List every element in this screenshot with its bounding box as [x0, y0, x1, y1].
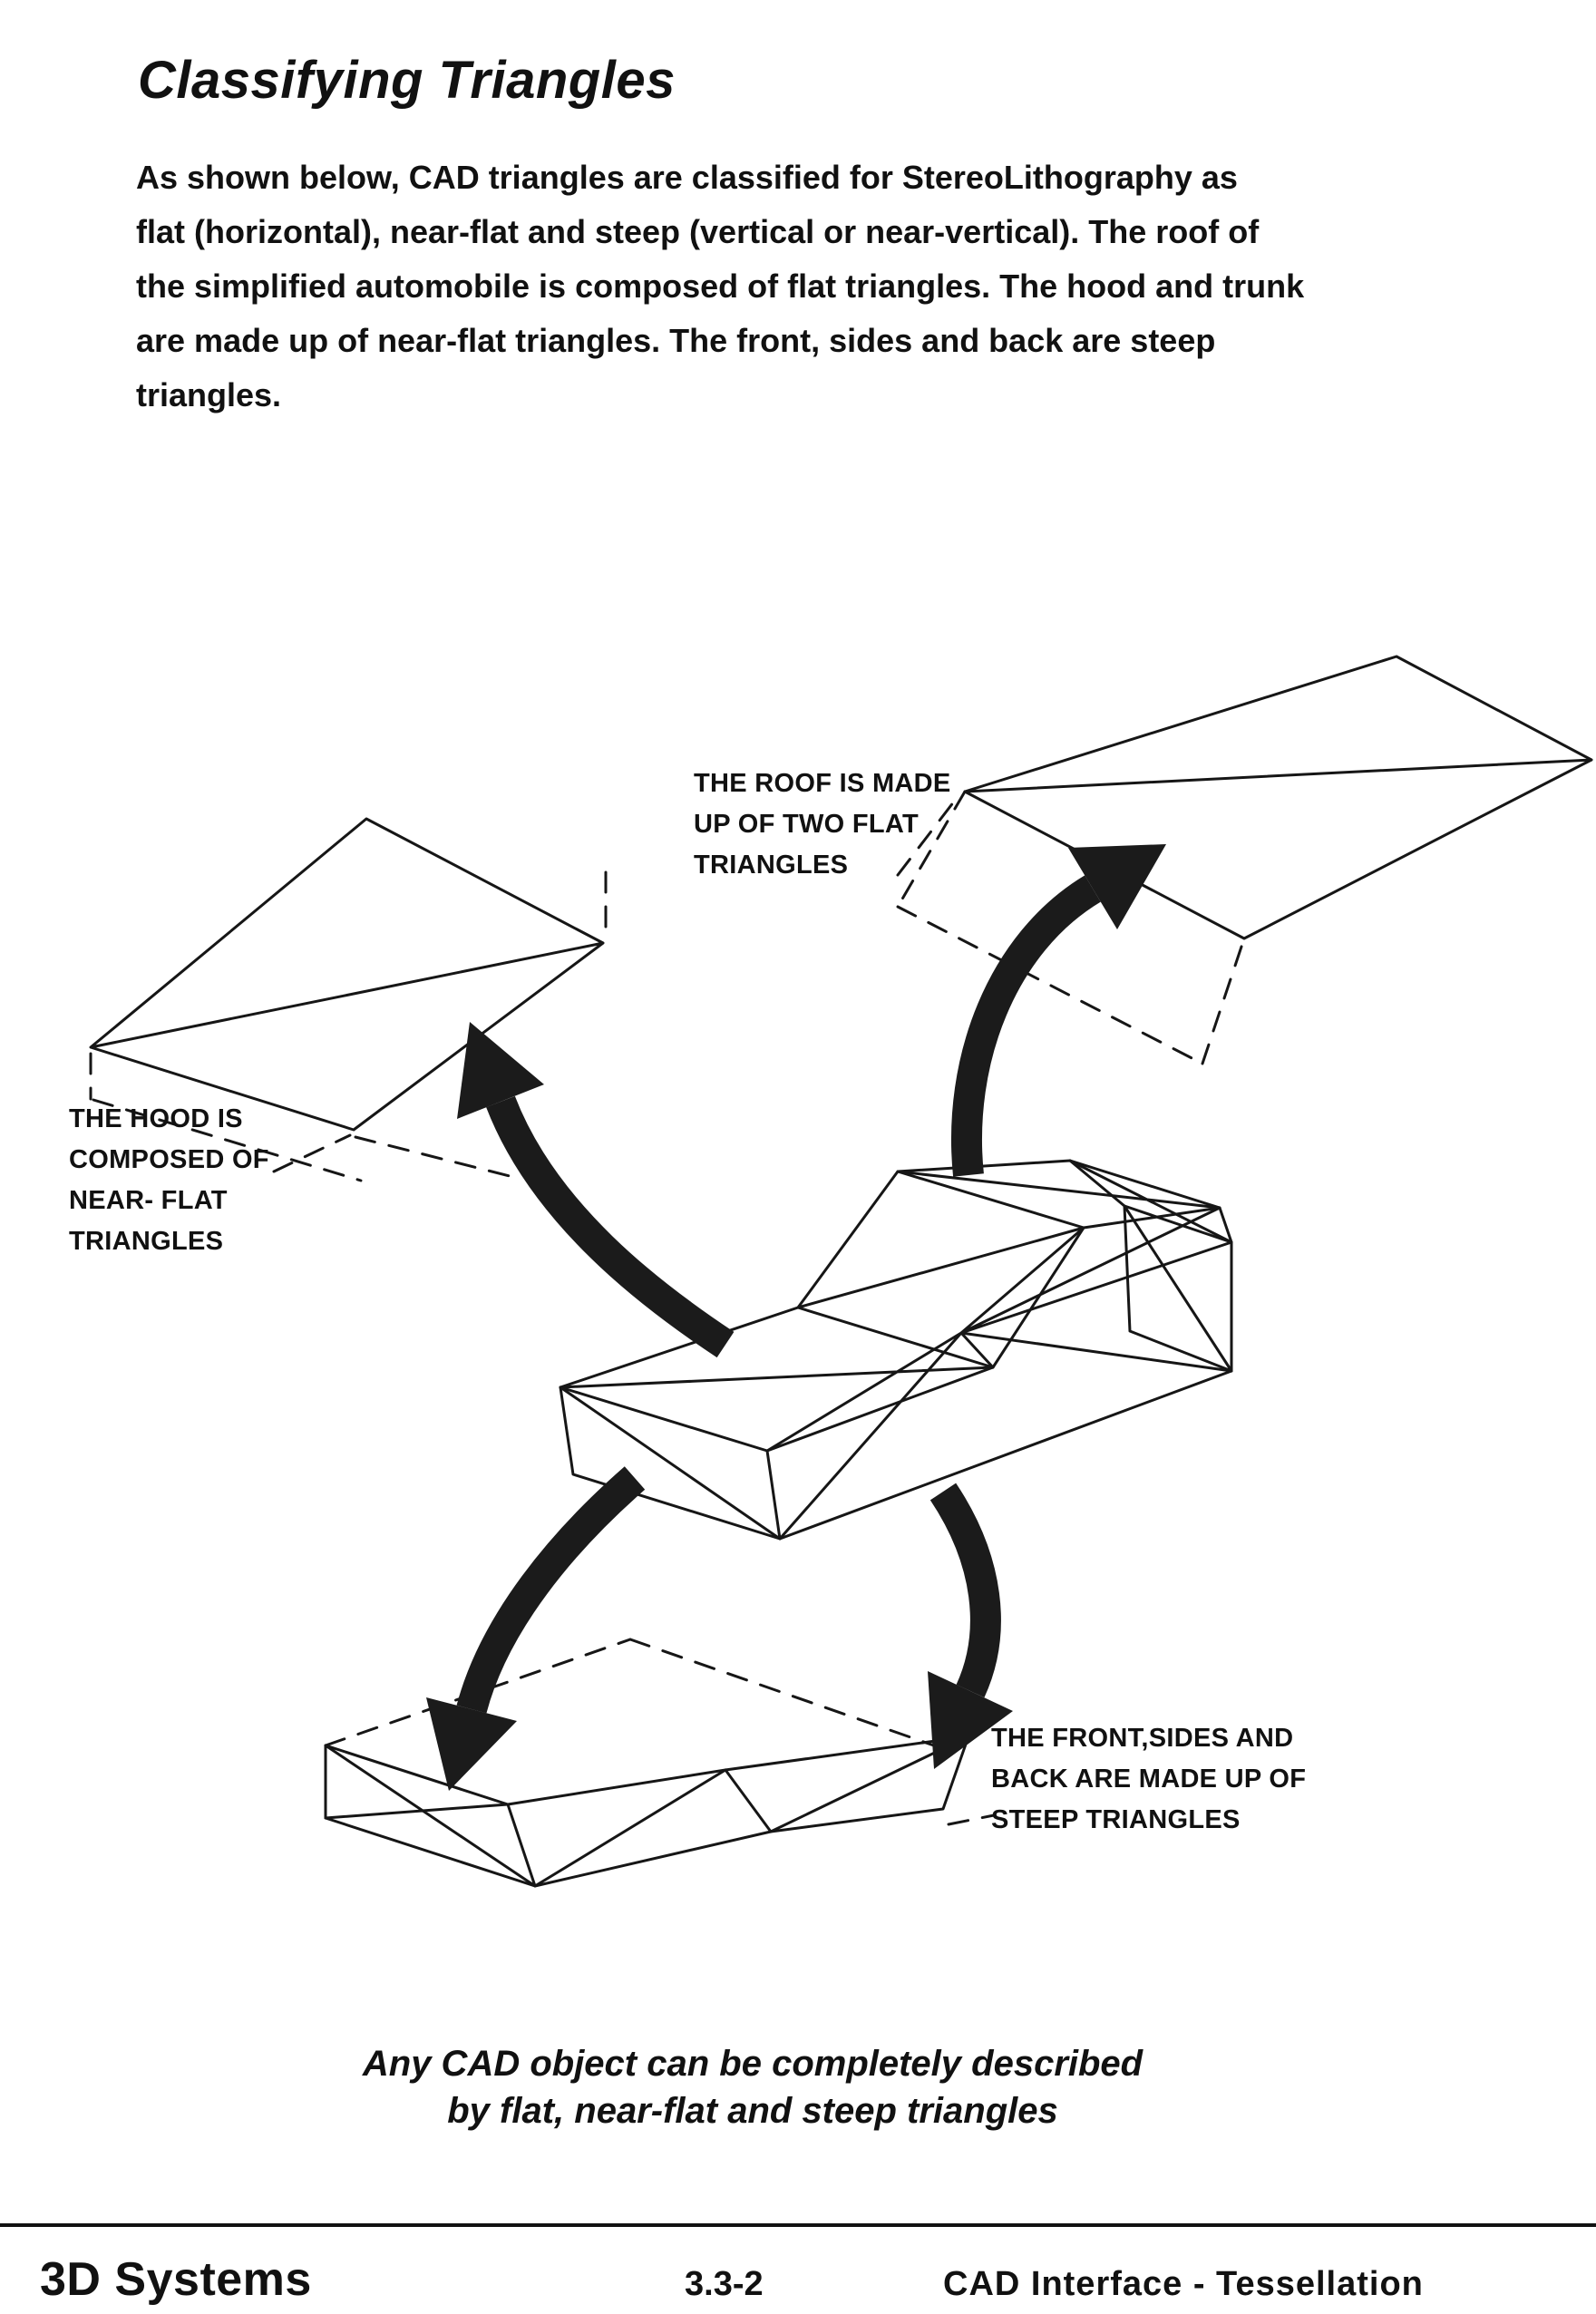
hood-outline: [89, 817, 605, 1132]
roof-label: THE ROOF IS MADE UP OF TWO FLAT TRIANGLE…: [694, 769, 951, 880]
footer-section-title: CAD Interface - Tessellation: [943, 2265, 1424, 2303]
steep-outline: [324, 1735, 970, 1888]
steep-piece: [324, 1638, 970, 1888]
automobile-wireframe: [559, 1159, 1233, 1541]
steep-label: THE FRONT,SIDES AND BACK ARE MADE UP OF …: [991, 1724, 1307, 1834]
hood-hidden-edges: [89, 870, 608, 1182]
footer-brand: 3D Systems: [40, 2253, 312, 2306]
arrow-to-steep-right: [928, 1483, 1013, 1769]
page-title: Classifying Triangles: [138, 50, 676, 110]
roof-flat-piece: [896, 655, 1593, 1065]
roof-outline: [963, 655, 1593, 940]
arrow-to-steep-left-shaft: [456, 1466, 646, 1714]
arrow-to-roof-shaft: [950, 875, 1101, 1177]
steep-triangulation: [324, 1735, 970, 1888]
footer-divider: [0, 2223, 1596, 2227]
arrow-to-roof-head: [1068, 844, 1166, 929]
figure-caption: Any CAD object can be completely describ…: [362, 2044, 1143, 2131]
roof-label-connector: [896, 800, 956, 877]
steep-hidden-edges: [324, 1638, 954, 1754]
arrow-to-hood-shaft: [486, 1095, 735, 1358]
hood-label: THE HOOD IS COMPOSED OF NEAR- FLAT TRIAN…: [69, 1104, 269, 1256]
label-connectors: [272, 800, 996, 1826]
steep-label-connector: [947, 1813, 996, 1826]
arrow-to-steep-left: [426, 1466, 646, 1791]
roof-hidden-edges: [896, 790, 1246, 1065]
body-paragraph: As shown below, CAD triangles are classi…: [136, 159, 1305, 413]
arrow-to-hood-head: [457, 1022, 544, 1119]
explosion-arrows: [426, 844, 1166, 1791]
car-triangulation: [559, 1159, 1233, 1541]
arrow-to-roof: [950, 844, 1166, 1177]
arrow-to-steep-right-shaft: [929, 1483, 1001, 1698]
arrow-to-steep-left-head: [426, 1697, 517, 1791]
arrow-to-hood: [457, 1022, 735, 1358]
hood-near-flat-piece: [89, 817, 608, 1182]
arrow-to-steep-right-head: [928, 1671, 1013, 1769]
footer-page-number: 3.3-2: [685, 2265, 764, 2303]
hood-label-connector: [272, 1133, 352, 1173]
